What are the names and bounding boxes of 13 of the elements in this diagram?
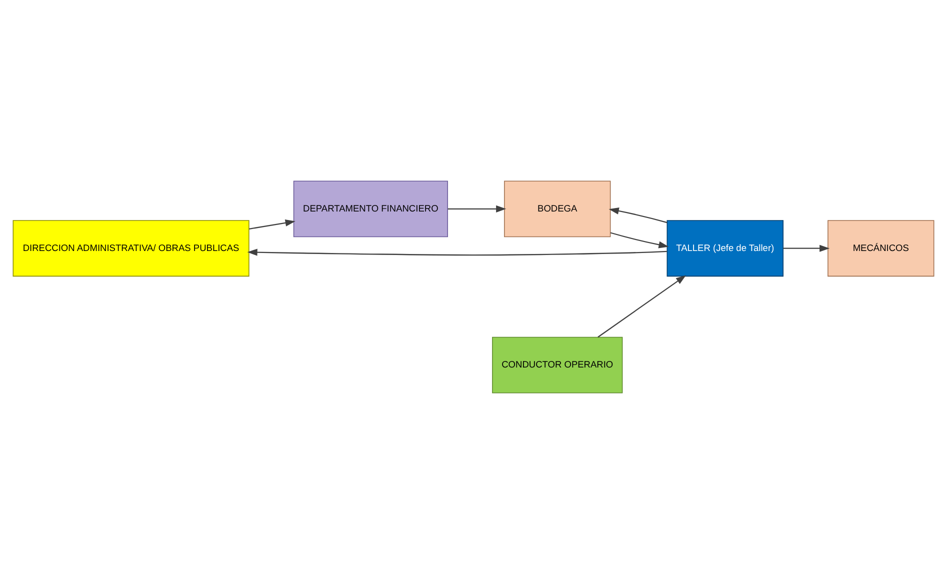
- arrow: [249, 219, 296, 230]
- node-box: DEPARTAMENTO FINANCIERO: [293, 180, 448, 238]
- node-box: MECÁNICOS: [828, 220, 934, 277]
- arrow: [247, 248, 667, 256]
- arrow: [608, 207, 668, 224]
- node-box: CONDUCTOR OPERARIO: [492, 336, 623, 394]
- arrow: [783, 244, 830, 252]
- node-box: BODEGA: [504, 180, 611, 238]
- arrow: [448, 205, 506, 212]
- node-box: TALLER (Jefe de Taller): [666, 220, 784, 277]
- node-box: DIRECCION ADMINISTRATIVA/ OBRAS PUBLICAS: [12, 220, 250, 277]
- arrow: [598, 275, 686, 338]
- arrow: [610, 232, 669, 248]
